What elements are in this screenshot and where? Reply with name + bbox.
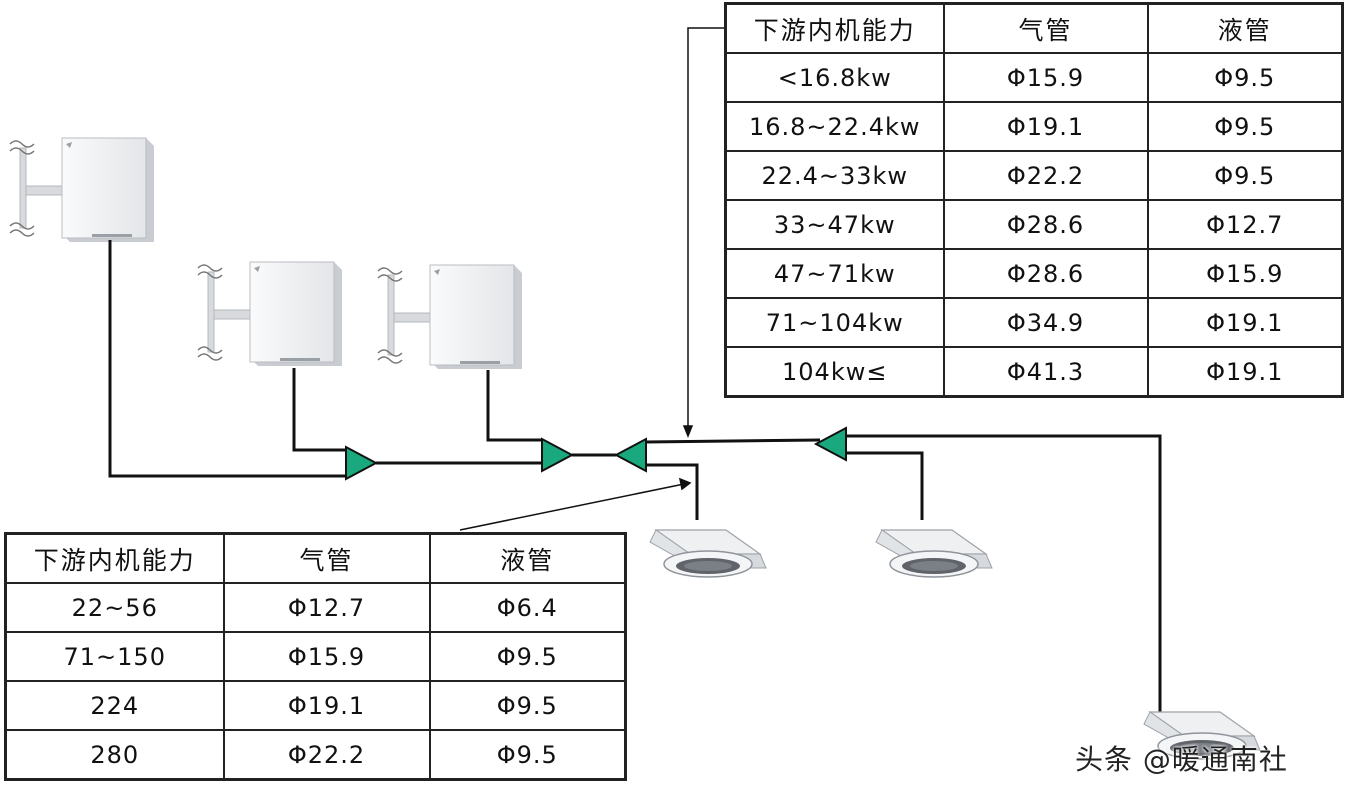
header-liquid-pipe: 液管 bbox=[1146, 2, 1344, 54]
table-row: 224 Φ19.1 Φ9.5 bbox=[4, 680, 627, 731]
gas-pipe-cell: Φ19.1 bbox=[222, 680, 431, 731]
capacity-cell: 47~71kw bbox=[724, 248, 945, 299]
lower-pipe-size-table: 下游内机能力 气管 液管 22~56 Φ12.7 Φ6.4 71~150 Φ15… bbox=[4, 532, 627, 781]
leader-lines bbox=[459, 27, 724, 531]
liquid-pipe-cell: Φ9.5 bbox=[428, 729, 627, 781]
gas-pipe-cell: Φ19.1 bbox=[942, 101, 1149, 152]
table-row: 71~104kw Φ34.9 Φ19.1 bbox=[724, 297, 1344, 348]
capacity-cell: 22.4~33kw bbox=[724, 150, 945, 201]
cassette-unit-2 bbox=[875, 529, 993, 578]
header-gas-pipe: 气管 bbox=[942, 2, 1149, 54]
header-gas-pipe: 气管 bbox=[222, 532, 431, 584]
table-row: 22.4~33kw Φ22.2 Φ9.5 bbox=[724, 150, 1344, 201]
table-row: 16.8~22.4kw Φ19.1 Φ9.5 bbox=[724, 101, 1344, 152]
gas-pipe-cell: Φ22.2 bbox=[222, 729, 431, 781]
outdoor-unit-3 bbox=[377, 264, 523, 370]
capacity-cell: 224 bbox=[4, 680, 225, 731]
table-row: 104kw≤ Φ41.3 Φ19.1 bbox=[724, 346, 1344, 398]
outdoor-unit-2 bbox=[197, 261, 343, 367]
pipe-lines bbox=[108, 240, 1162, 712]
branch-joint-4 bbox=[815, 427, 847, 461]
gas-pipe-cell: Φ15.9 bbox=[942, 52, 1149, 103]
capacity-cell: 33~47kw bbox=[724, 199, 945, 250]
gas-pipe-cell: Φ15.9 bbox=[222, 631, 431, 682]
liquid-pipe-cell: Φ19.1 bbox=[1146, 297, 1344, 348]
table-row: 280 Φ22.2 Φ9.5 bbox=[4, 729, 627, 781]
branch-joint-3 bbox=[615, 438, 647, 472]
watermark: 头条 @暖通南社 bbox=[1075, 743, 1288, 776]
gas-pipe-cell: Φ28.6 bbox=[942, 248, 1149, 299]
branch-joint-2 bbox=[541, 438, 573, 472]
liquid-pipe-cell: Φ9.5 bbox=[1146, 150, 1344, 201]
liquid-pipe-cell: Φ6.4 bbox=[428, 582, 627, 633]
capacity-cell: 71~104kw bbox=[724, 297, 945, 348]
table-row: <16.8kw Φ15.9 Φ9.5 bbox=[724, 52, 1344, 103]
liquid-pipe-cell: Φ19.1 bbox=[1146, 346, 1344, 398]
gas-pipe-cell: Φ12.7 bbox=[222, 582, 431, 633]
capacity-cell: 71~150 bbox=[4, 631, 225, 682]
upper-pipe-size-table: 下游内机能力 气管 液管 <16.8kw Φ15.9 Φ9.5 16.8~22.… bbox=[724, 2, 1344, 398]
header-liquid-pipe: 液管 bbox=[428, 532, 627, 584]
capacity-cell: 16.8~22.4kw bbox=[724, 101, 945, 152]
table-row: 47~71kw Φ28.6 Φ15.9 bbox=[724, 248, 1344, 299]
header-downstream-capacity: 下游内机能力 bbox=[724, 2, 945, 54]
capacity-cell: 280 bbox=[4, 729, 225, 781]
cassette-unit-1 bbox=[649, 529, 767, 578]
liquid-pipe-cell: Φ9.5 bbox=[428, 680, 627, 731]
liquid-pipe-cell: Φ9.5 bbox=[428, 631, 627, 682]
capacity-cell: 22~56 bbox=[4, 582, 225, 633]
liquid-pipe-cell: Φ9.5 bbox=[1146, 101, 1344, 152]
gas-pipe-cell: Φ22.2 bbox=[942, 150, 1149, 201]
branch-joint-1 bbox=[345, 446, 377, 480]
table-header-row: 下游内机能力 气管 液管 bbox=[4, 532, 627, 584]
gas-pipe-cell: Φ41.3 bbox=[942, 346, 1149, 398]
header-downstream-capacity: 下游内机能力 bbox=[4, 532, 225, 584]
capacity-cell: 104kw≤ bbox=[724, 346, 945, 398]
table-header-row: 下游内机能力 气管 液管 bbox=[724, 2, 1344, 54]
outdoor-unit-1 bbox=[9, 137, 155, 243]
table-row: 33~47kw Φ28.6 Φ12.7 bbox=[724, 199, 1344, 250]
gas-pipe-cell: Φ28.6 bbox=[942, 199, 1149, 250]
liquid-pipe-cell: Φ9.5 bbox=[1146, 52, 1344, 103]
table-row: 71~150 Φ15.9 Φ9.5 bbox=[4, 631, 627, 682]
capacity-cell: <16.8kw bbox=[724, 52, 945, 103]
liquid-pipe-cell: Φ12.7 bbox=[1146, 199, 1344, 250]
gas-pipe-cell: Φ34.9 bbox=[942, 297, 1149, 348]
liquid-pipe-cell: Φ15.9 bbox=[1146, 248, 1344, 299]
table-row: 22~56 Φ12.7 Φ6.4 bbox=[4, 582, 627, 633]
